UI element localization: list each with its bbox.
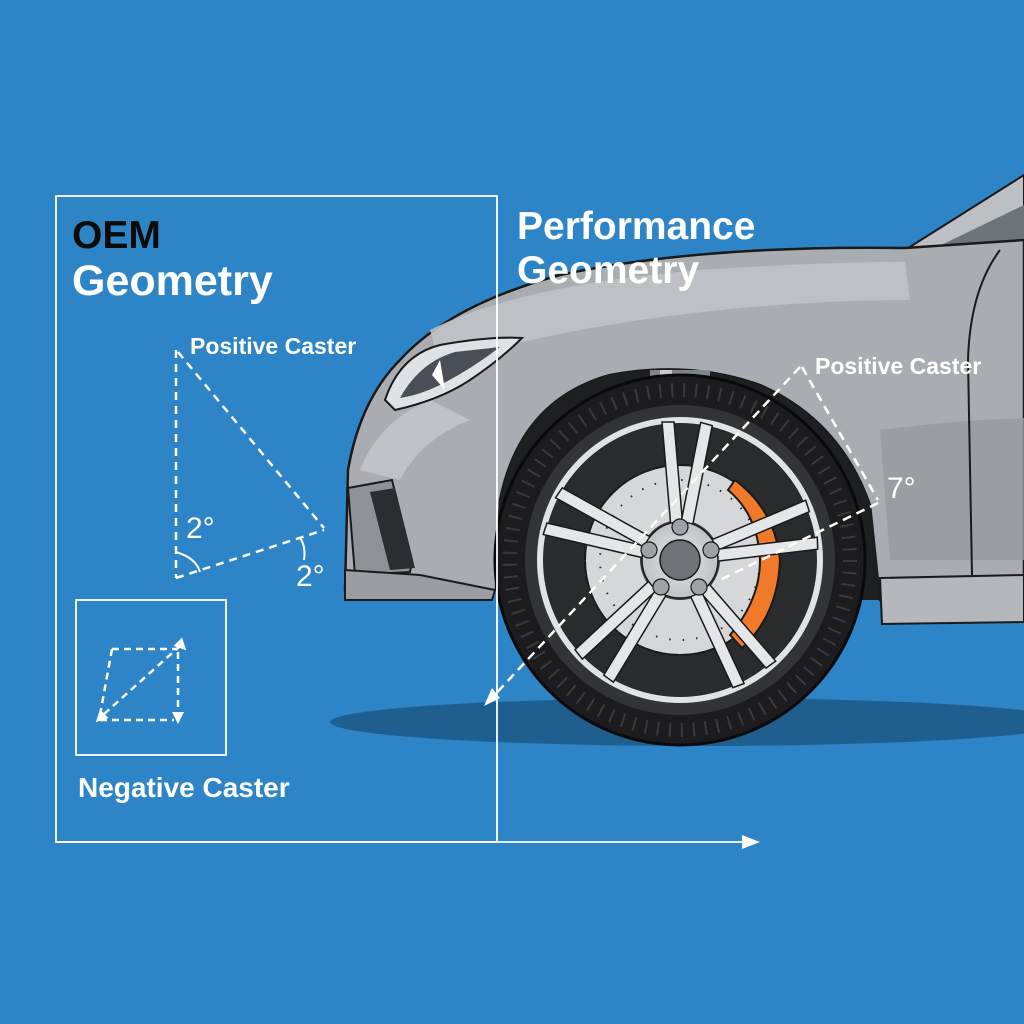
- baseline-axis-arrow: [56, 835, 760, 849]
- performance-title-line1: Performance: [517, 205, 756, 248]
- oem-positive-caster-triangle: [174, 350, 325, 580]
- performance-title-line2: Geometry: [517, 249, 700, 292]
- performance-angle: 7°: [887, 472, 916, 505]
- oem-title-line1: OEM: [72, 214, 161, 257]
- performance-axis-arrowhead: [484, 688, 500, 706]
- wheel: [493, 373, 867, 747]
- negative-caster-label: Negative Caster: [78, 772, 290, 803]
- performance-caster-lines: [489, 366, 880, 701]
- performance-positive-caster-label: Positive Caster: [815, 353, 982, 379]
- negative-caster-inset: [75, 599, 227, 756]
- oem-positive-caster-label: Positive Caster: [190, 333, 357, 359]
- oem-angle-top: 2°: [186, 512, 215, 545]
- oem-angle-bottom: 2°: [296, 560, 325, 593]
- oem-title-line2: Geometry: [72, 257, 273, 305]
